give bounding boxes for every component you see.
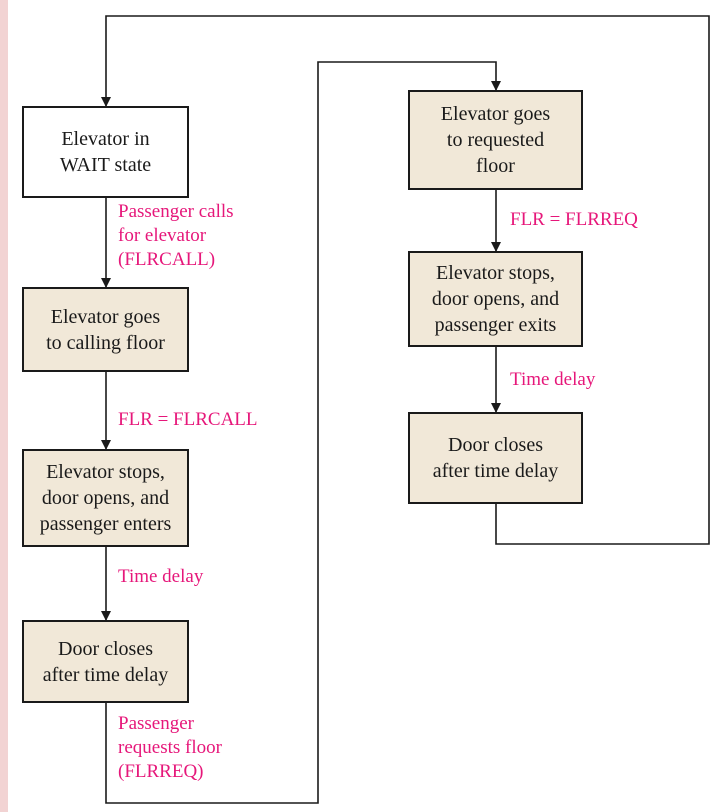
transition-flr-flrcall: FLR = FLRCALL xyxy=(118,409,258,430)
arrow-close2-to-wait xyxy=(101,15,710,545)
transition-passenger-requests: Passenger requests floor (FLRREQ) xyxy=(118,713,222,782)
transition-flr-flrreq: FLR = FLRREQ xyxy=(510,209,638,230)
state-goes-to-calling-floor: Elevator goes to calling floor xyxy=(22,287,189,372)
state-door-closes-2: Door closes after time delay xyxy=(408,412,583,504)
left-margin-strip xyxy=(0,0,8,812)
state-door-closes-1: Door closes after time delay xyxy=(22,620,189,703)
state-wait: Elevator in WAIT state xyxy=(22,106,189,198)
state-stops-passenger-enters: Elevator stops, door opens, and passenge… xyxy=(22,449,189,547)
transition-time-delay-1: Time delay xyxy=(118,566,204,587)
state-stops-passenger-exits: Elevator stops, door opens, and passenge… xyxy=(408,251,583,347)
arrow-close1-to-goes-requested xyxy=(105,61,501,804)
transition-time-delay-2: Time delay xyxy=(510,369,596,390)
state-goes-to-requested-floor: Elevator goes to requested floor xyxy=(408,90,583,190)
transition-passenger-calls: Passenger calls for elevator (FLRCALL) xyxy=(118,201,234,270)
